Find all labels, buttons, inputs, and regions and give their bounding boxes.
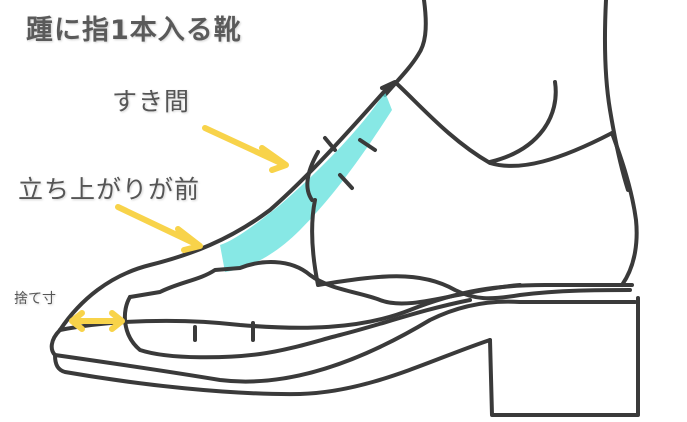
- sole-edge: [58, 283, 634, 332]
- heel-counter-curve: [488, 80, 558, 164]
- sole-top: [53, 299, 637, 384]
- leg-front-line: [383, 0, 428, 97]
- lace-4: [305, 150, 320, 202]
- gap-arrow: [202, 125, 289, 173]
- quarter-line: [310, 198, 632, 301]
- instep-line: [58, 83, 392, 332]
- heel-back: [610, 131, 639, 287]
- toe-allowance-label: 捨て寸: [14, 291, 56, 307]
- rise-arrow: [115, 204, 203, 253]
- heel-block: [488, 296, 640, 417]
- lace-1: [323, 136, 337, 152]
- lace-3: [338, 173, 354, 190]
- foot-outline: [128, 260, 522, 306]
- lace-2: [358, 138, 377, 152]
- gap-label: すき間: [112, 87, 191, 116]
- diagram-title: 踵に指1本入る靴: [26, 15, 242, 46]
- rise-forward-label: 立ち上がりが前: [18, 175, 201, 204]
- toe-front: [122, 295, 472, 360]
- topline: [380, 80, 614, 168]
- toe-allowance-arrow: [69, 310, 125, 332]
- sole-front: [49, 328, 492, 397]
- leg-back-line: [603, 0, 630, 192]
